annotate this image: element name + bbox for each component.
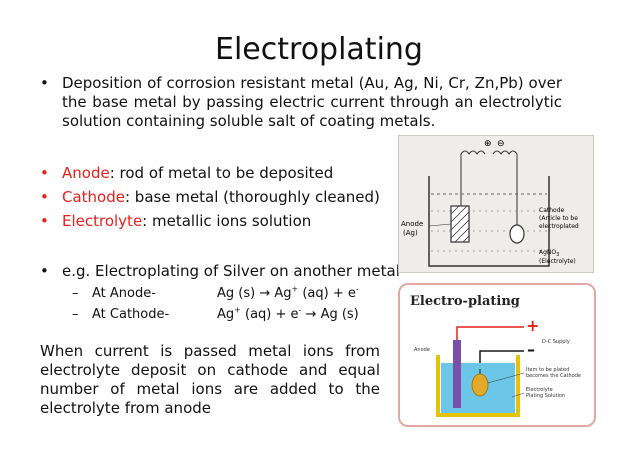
anode-term: Anode (62, 164, 110, 182)
salt-subscript: 3 (556, 252, 559, 258)
cathode-article (509, 224, 525, 244)
color-svg: Electro-plating + – D-C Supply Anode Ite… (410, 294, 581, 417)
reaction-equation: Ag (s) → Ag+ (aq) + e- (217, 284, 359, 301)
reaction-label: At Anode- (92, 286, 156, 301)
item-label: Item to be plated (526, 367, 569, 373)
tank (436, 355, 520, 417)
eq-part: → Ag (s) (301, 307, 359, 322)
electroplating-color-figure: Electro-plating + – D-C Supply Anode Ite… (398, 283, 596, 427)
eq-part: (aq) + e (240, 307, 299, 322)
plus-charge: + (234, 305, 241, 315)
cathode-line: Cathode: base metal (thoroughly cleaned) (62, 188, 380, 207)
minus-charge: - (355, 284, 359, 294)
bullet-dot: • (40, 188, 49, 206)
eq-part: (aq) + e (298, 286, 356, 301)
eq-part: Ag (217, 307, 235, 322)
minus-charge: - (298, 305, 302, 315)
positive-wire (456, 326, 524, 340)
reaction-equation: Ag+ (aq) + e- → Ag (s) (217, 305, 359, 322)
reaction-label: At Cathode- (92, 307, 170, 322)
pointer-line (487, 372, 525, 384)
pointer-line (511, 392, 525, 398)
slide-title: Electroplating (215, 32, 423, 67)
plus-charge: + (291, 284, 299, 294)
cathode-desc: : base metal (thoroughly cleaned) (124, 188, 380, 206)
bullet-dot: • (40, 212, 49, 230)
eq-part: Ag (s) → Ag (217, 286, 292, 301)
dash: – (72, 286, 79, 301)
plus-sign: + (526, 316, 539, 335)
beaker (428, 176, 550, 267)
cathode-label: Cathode (539, 207, 565, 214)
anode-sub-label: (Ag) (403, 229, 418, 237)
anode-label: Anode (414, 347, 430, 353)
electrolyte-label: Electrolyte (526, 387, 553, 393)
dash: – (72, 307, 79, 322)
cathode-label: electroplated (539, 223, 579, 230)
electrolyte-desc: : metallic ions solution (142, 212, 312, 230)
cathode-label: (Article to be (539, 215, 578, 222)
anode-bar (453, 340, 461, 408)
pointer-line (428, 223, 452, 227)
deposition-text: Deposition of corrosion resistant metal … (62, 74, 562, 130)
anode-label: Anode (401, 220, 423, 228)
electroplating-sketch-figure: ⊕ ⊖ Anode (Ag) Cathode (Article to be el… (398, 135, 594, 273)
anode-desc: : rod of metal to be deposited (109, 164, 334, 182)
minus-sign: – (527, 340, 535, 359)
wire-coil (492, 150, 518, 155)
sketch-svg: ⊕ ⊖ Anode (Ag) Cathode (Article to be el… (401, 139, 579, 267)
electrolyte-line: Electrolyte: metallic ions solution (62, 212, 311, 231)
anode-hatch (450, 205, 470, 243)
bullet-dot: • (40, 164, 49, 182)
bullet-dot: • (40, 74, 49, 92)
dc-supply-label: D-C Supply (542, 339, 570, 345)
salt-formula: AgNO (539, 249, 556, 256)
cathode-term: Cathode (62, 188, 125, 206)
cathode-item (471, 373, 489, 397)
explanation-paragraph: When current is passed metal ions from e… (40, 342, 380, 417)
example-text: e.g. Electroplating of Silver on another… (62, 262, 400, 280)
plus-terminal: ⊕ (484, 139, 492, 149)
anode-line: Anode: rod of metal to be deposited (62, 164, 333, 183)
minus-terminal: ⊖ (497, 139, 505, 149)
salt-label: AgNO3 (539, 249, 559, 258)
electrolyte-label: (Electrolyte) (539, 258, 576, 265)
electrolyte-term: Electrolyte (62, 212, 143, 230)
electrolyte-label: Plating Solution (526, 393, 565, 399)
wire-coil (460, 150, 486, 155)
bullet-dot: • (40, 262, 49, 280)
figure-title: Electro-plating (410, 294, 520, 309)
item-label: becomes the Cathode (526, 373, 581, 379)
